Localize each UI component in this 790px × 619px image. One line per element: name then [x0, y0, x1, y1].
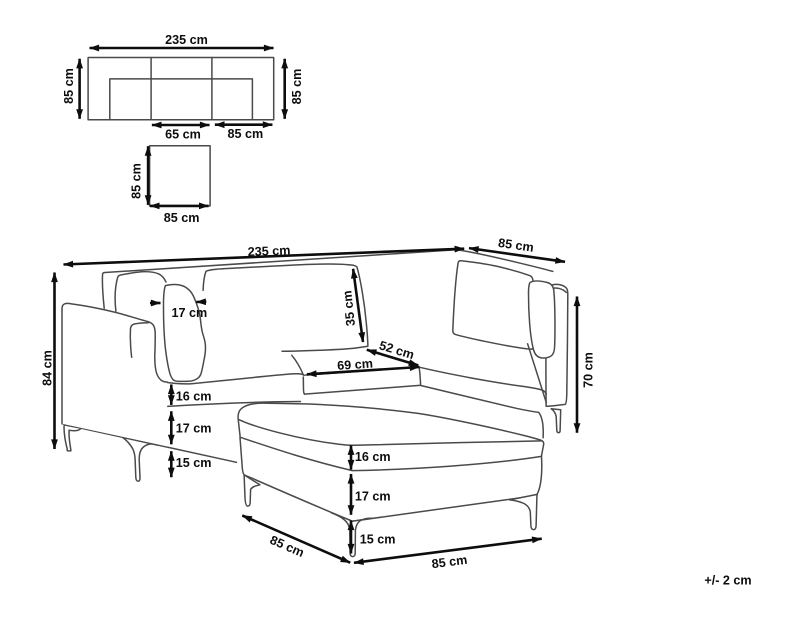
svg-text:35 cm: 35 cm: [340, 290, 358, 327]
svg-text:+/- 2 cm: +/- 2 cm: [704, 574, 751, 588]
svg-text:85 cm: 85 cm: [227, 127, 263, 141]
svg-text:16 cm: 16 cm: [355, 450, 391, 464]
svg-text:85 cm: 85 cm: [268, 533, 306, 560]
svg-text:70 cm: 70 cm: [582, 352, 596, 388]
svg-text:17 cm: 17 cm: [355, 490, 391, 504]
svg-text:85 cm: 85 cm: [497, 236, 534, 255]
svg-text:69 cm: 69 cm: [337, 356, 374, 372]
svg-text:85 cm: 85 cm: [129, 163, 143, 199]
svg-text:16 cm: 16 cm: [176, 389, 212, 403]
svg-text:85 cm: 85 cm: [62, 68, 76, 104]
svg-text:84 cm: 84 cm: [41, 350, 55, 386]
svg-text:85 cm: 85 cm: [290, 69, 304, 105]
svg-text:17 cm: 17 cm: [171, 306, 207, 320]
svg-text:85 cm: 85 cm: [431, 553, 468, 571]
svg-text:17 cm: 17 cm: [176, 421, 212, 435]
svg-text:15 cm: 15 cm: [360, 533, 396, 547]
svg-text:235 cm: 235 cm: [165, 33, 208, 47]
svg-text:15 cm: 15 cm: [176, 456, 212, 470]
svg-text:235 cm: 235 cm: [247, 243, 290, 259]
svg-text:65 cm: 65 cm: [165, 127, 201, 141]
svg-text:85 cm: 85 cm: [164, 211, 200, 225]
